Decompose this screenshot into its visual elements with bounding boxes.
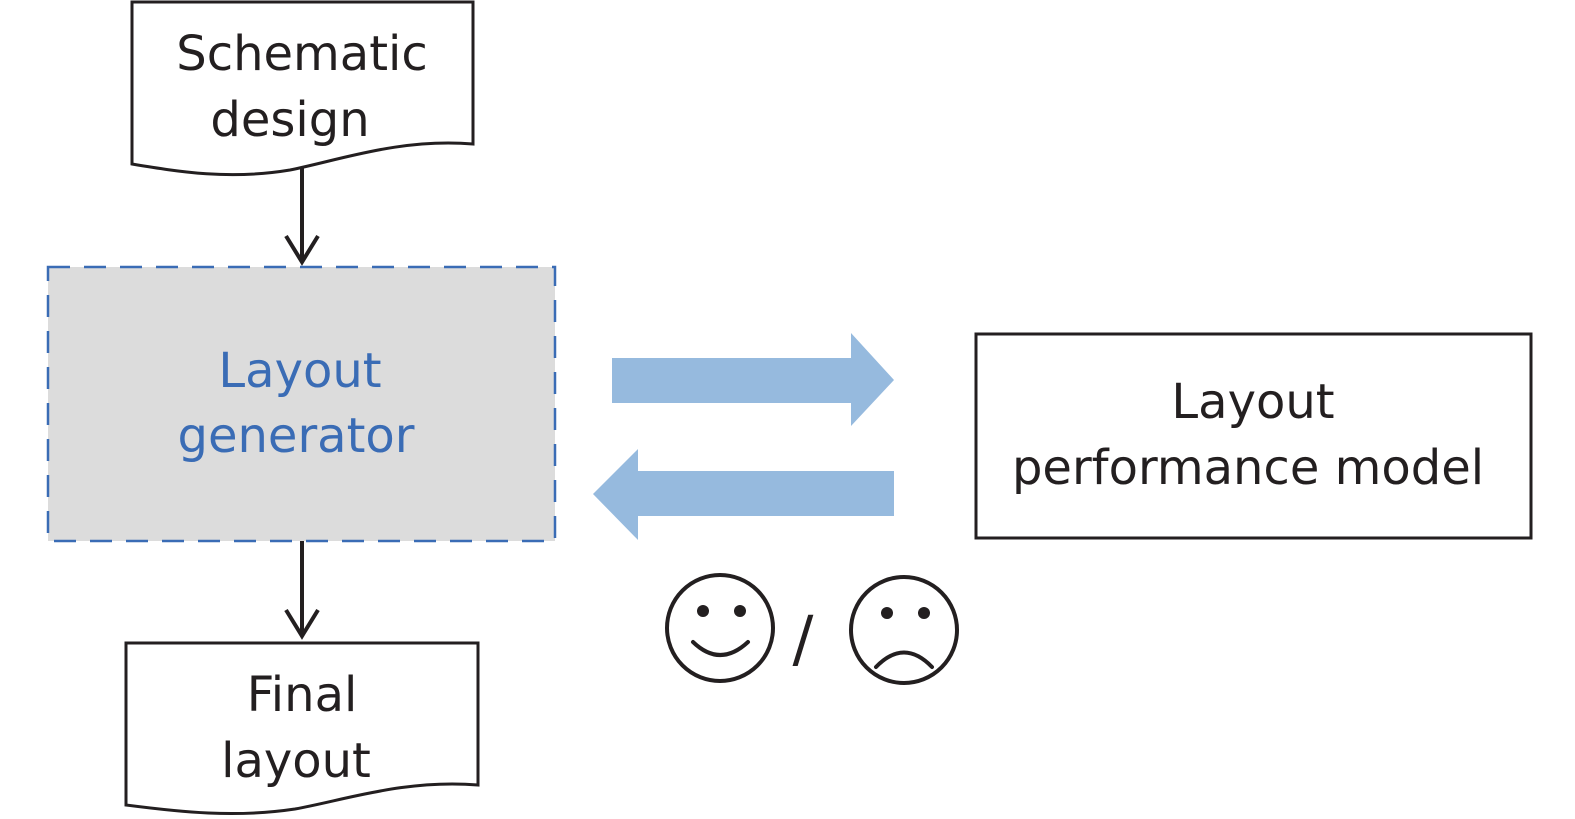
layout-generator-node: Layout generator — [46, 265, 557, 543]
schematic-design-shape — [130, 0, 475, 177]
schematic-design-node: Schematic design — [130, 0, 475, 177]
layout-generator-label-line2: generator — [177, 408, 414, 464]
arrow-generator-to-final — [284, 541, 320, 640]
frowning-face-icon — [849, 575, 959, 685]
final-layout-label-line2: layout — [221, 733, 371, 789]
final-layout-label-line1: Final — [247, 667, 358, 723]
arrow-schematic-to-generator — [284, 167, 320, 266]
layout-generator-box — [46, 265, 557, 543]
performance-model-label-line1: Layout — [1171, 374, 1334, 430]
feedback-separator: / — [793, 602, 814, 675]
smiley-face-icon — [665, 573, 775, 683]
schematic-design-label-line2: design — [210, 92, 369, 148]
performance-model-box — [974, 332, 1533, 540]
final-layout-node: Final layout — [124, 641, 480, 816]
schematic-design-label-line1: Schematic — [176, 26, 428, 82]
arrow-to-layout-generator — [593, 449, 894, 540]
final-layout-shape — [124, 641, 480, 816]
performance-model-node: Layout performance model — [974, 332, 1533, 540]
performance-model-label-line2: performance model — [1012, 440, 1484, 496]
arrow-to-performance-model — [612, 333, 894, 426]
layout-generator-label-line1: Layout — [218, 343, 381, 399]
